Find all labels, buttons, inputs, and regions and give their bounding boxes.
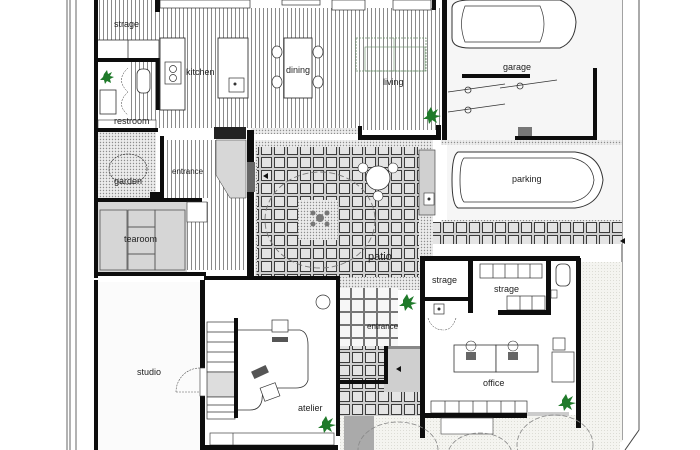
- room-label-garden: garden: [114, 176, 143, 186]
- room-label-kitchen: kitchen: [186, 67, 215, 77]
- room-label-patio: patio: [368, 251, 392, 263]
- room-label-strage-small: strage: [432, 275, 458, 285]
- room-label-entrance-main: entrance: [172, 167, 204, 176]
- room-label-strage-office: strage: [494, 284, 520, 294]
- room-label-living: living: [383, 77, 404, 87]
- room-label-entrance-office: entrance: [367, 322, 399, 331]
- room-label-restroom: restroom: [114, 116, 150, 126]
- room-label-strage-top: strage: [114, 19, 140, 29]
- room-label-atelier: atelier: [298, 403, 323, 413]
- room-label-studio: studio: [137, 367, 162, 377]
- room-label-dining: dining: [286, 65, 311, 75]
- room-label-parking: parking: [512, 174, 542, 184]
- room-label-garage: garage: [503, 62, 532, 72]
- room-label-office: office: [483, 378, 505, 388]
- room-label-tearoom: tearoom: [124, 234, 158, 244]
